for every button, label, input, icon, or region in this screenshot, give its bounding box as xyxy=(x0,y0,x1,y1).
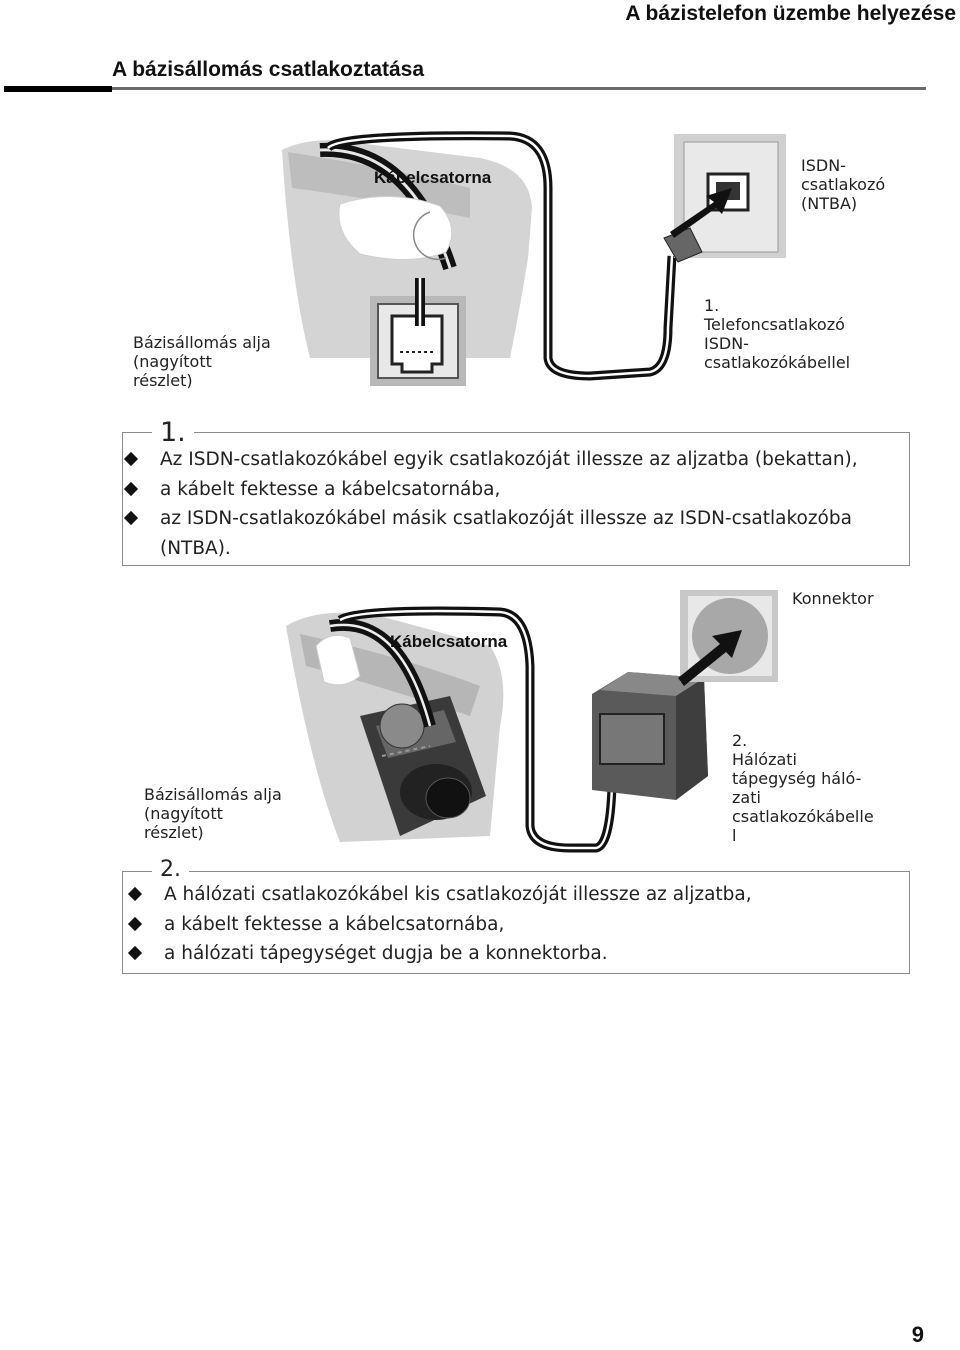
fig2-cable-channel-label: Kábelcsatorna xyxy=(390,632,508,651)
label-line: 2. xyxy=(732,731,748,750)
label-line: csatlakozókábellel xyxy=(704,353,851,372)
label-line: részlet) xyxy=(144,823,204,842)
diamond-bullet-icon xyxy=(127,945,143,961)
label-line: l xyxy=(732,826,737,845)
step1-number: 1. xyxy=(152,418,194,448)
label-line: részlet) xyxy=(133,371,193,390)
step-text: A hálózati csatlakozókábel kis csatlakoz… xyxy=(164,884,752,905)
diamond-bullet-icon xyxy=(123,481,139,496)
list-item: A hálózati csatlakozókábel kis csatlakoz… xyxy=(126,880,902,910)
list-item: a kábelt fektesse a kábelcsatornába, xyxy=(126,910,902,940)
list-item: Az ISDN-csatlakozókábel egyik csatlakozó… xyxy=(122,445,902,475)
label-line: (nagyított xyxy=(133,352,212,371)
step1-box xyxy=(122,432,910,566)
figure1-illustration xyxy=(282,131,786,386)
step-text: a hálózati tápegységet dugja be a konnek… xyxy=(164,943,608,964)
label-line: (nagyított xyxy=(144,804,223,823)
chapter-title: A bázistelefon üzembe helyezése xyxy=(625,2,956,25)
label-line: tápegység háló- xyxy=(732,769,862,788)
page-number: 9 xyxy=(911,1322,924,1347)
diamond-bullet-icon xyxy=(123,510,139,526)
step-text: az ISDN-csatlakozókábel másik csatlakozó… xyxy=(160,508,852,559)
step2-list: A hálózati csatlakozókábel kis csatlakoz… xyxy=(126,880,902,969)
fig2-base-detail-label: Bázisállomás alja (nagyított részlet) xyxy=(144,785,282,842)
fig1-isdn-socket-label: ISDN- csatlakozó (NTBA) xyxy=(801,156,885,213)
figure2-illustration xyxy=(286,590,778,853)
fig1-cable-channel-label: Kábelcsatorna xyxy=(374,168,492,187)
step1-list: Az ISDN-csatlakozókábel egyik csatlakozó… xyxy=(122,445,902,563)
label-line: csatlakozó xyxy=(801,175,886,194)
fig2-step-callout: 2. Hálózati tápegység háló- zati csatlak… xyxy=(732,731,874,845)
diamond-bullet-icon xyxy=(127,916,143,931)
list-item: az ISDN-csatlakozókábel másik csatlakozó… xyxy=(122,504,902,563)
step-text: a kábelt fektesse a kábelcsatornába, xyxy=(160,478,501,500)
label-line: Telefoncsatlakozó xyxy=(704,315,845,334)
header-rule-thin xyxy=(112,87,926,90)
diamond-bullet-icon xyxy=(123,451,139,467)
list-item: a hálózati tápegységet dugja be a konnek… xyxy=(126,939,902,969)
label-line: 1. xyxy=(704,296,720,315)
label-line: csatlakozókábelle xyxy=(732,807,874,826)
header-rule-thick xyxy=(4,86,112,92)
label-line: Bázisállomás alja xyxy=(133,333,271,352)
diamond-bullet-icon xyxy=(127,886,143,902)
label-line: Hálózati xyxy=(732,750,797,769)
step2-box xyxy=(122,871,910,974)
list-item: a kábelt fektesse a kábelcsatornába, xyxy=(122,475,902,505)
label-line: Bázisállomás alja xyxy=(144,785,282,804)
label-line: ISDN- xyxy=(801,156,846,175)
step-text: a kábelt fektesse a kábelcsatornába, xyxy=(164,913,505,935)
label-line: ISDN- xyxy=(704,334,749,353)
label-line: zati xyxy=(732,788,761,807)
label-line: (NTBA) xyxy=(801,194,858,213)
fig2-connector-label: Konnektor xyxy=(792,589,874,608)
fig1-step-callout: 1. Telefoncsatlakozó ISDN- csatlakozókáb… xyxy=(704,296,850,372)
section-title: A bázisállomás csatlakoztatása xyxy=(112,58,425,81)
step-text: Az ISDN-csatlakozókábel egyik csatlakozó… xyxy=(160,449,858,470)
step2-number: 2. xyxy=(152,858,189,882)
fig1-base-detail-label: Bázisállomás alja (nagyított részlet) xyxy=(133,333,271,390)
